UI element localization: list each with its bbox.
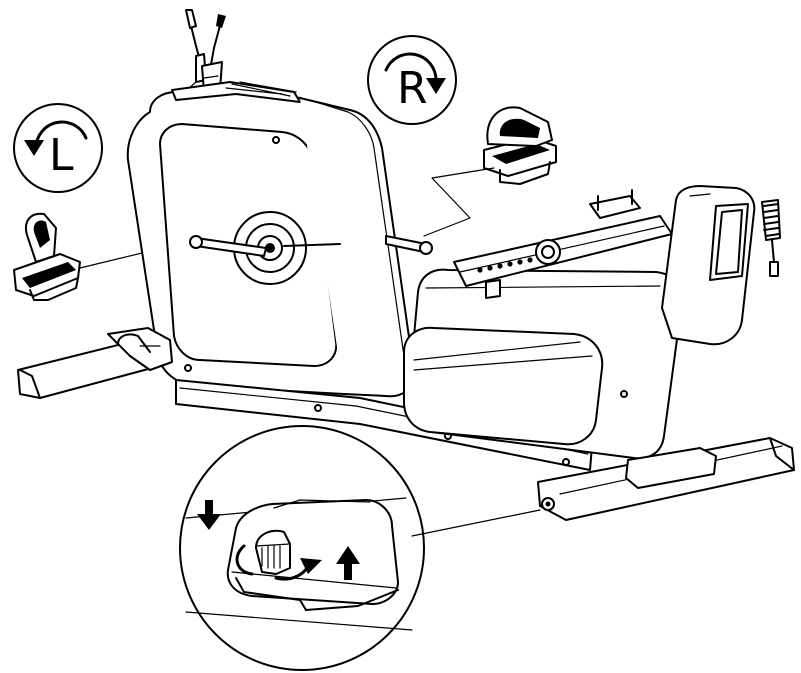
clockwise-arrow-icon bbox=[384, 52, 446, 94]
rear-stabilizer bbox=[537, 437, 795, 521]
up-arrow-icon bbox=[336, 546, 360, 580]
right-pedal-badge: R bbox=[367, 35, 457, 125]
left-pedal-label: L bbox=[49, 130, 74, 181]
left-pedal-badge: L bbox=[13, 103, 103, 193]
front-shroud bbox=[126, 81, 416, 398]
seat-shroud bbox=[403, 268, 684, 460]
counterclockwise-arrow-icon bbox=[24, 120, 88, 156]
rear-upright bbox=[661, 185, 781, 346]
front-stabilizer bbox=[17, 327, 173, 399]
zoom-leader-line bbox=[411, 509, 541, 537]
right-pedal-label: R bbox=[397, 63, 428, 114]
seat-rail bbox=[453, 189, 673, 299]
down-arrow-icon bbox=[197, 500, 221, 530]
handlebar-cables bbox=[179, 9, 226, 97]
leveler-detail-zoom bbox=[179, 425, 425, 671]
left-pedal bbox=[13, 212, 197, 301]
crank-assembly bbox=[189, 211, 433, 285]
right-pedal bbox=[423, 106, 557, 237]
seat-adjust-holes bbox=[477, 257, 533, 273]
rotate-arrow-icon bbox=[235, 544, 322, 581]
